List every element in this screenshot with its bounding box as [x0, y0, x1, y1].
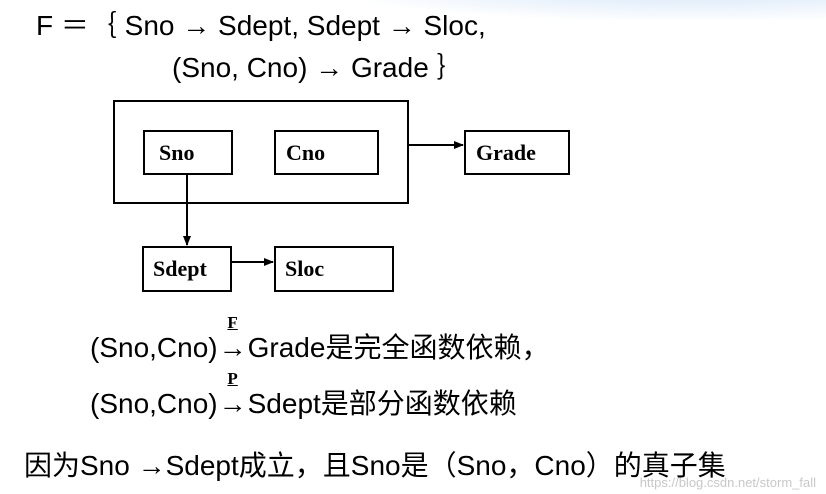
node-sno: Sno	[143, 130, 233, 175]
watermark: https://blog.csdn.net/storm_fall	[639, 475, 816, 490]
node-cno: Cno	[274, 130, 379, 175]
statement-full-dependency: (Sno,Cno) F → Grade是完全函数依赖，	[90, 314, 550, 366]
node-sdept: Sdept	[142, 246, 232, 292]
partial-dependency-arrow: P →	[218, 370, 248, 420]
composite-key-box	[113, 100, 409, 204]
fd-set-line-1: F ＝｛ Sno → Sdept, Sdept → Sloc,	[36, 10, 486, 41]
node-sloc: Sloc	[274, 246, 394, 292]
fd-set-line-2: (Sno, Cno) → Grade ｝	[172, 52, 465, 83]
statement-lhs: (Sno,Cno)	[90, 332, 218, 363]
arrow-glyph: →	[218, 332, 247, 363]
statement-rhs: Grade是完全函数依赖，	[247, 332, 550, 363]
statement-lhs: (Sno,Cno)	[90, 388, 218, 419]
conclusion-text: 因为Sno →Sdept成立，且Sno是（Sno，Cno）的真子集	[24, 450, 726, 481]
node-grade: Grade	[464, 130, 570, 175]
arrow-label-p: P	[227, 369, 238, 388]
statement-rhs: Sdept是部分函数依赖	[247, 388, 517, 419]
arrow-glyph: →	[218, 388, 247, 419]
full-dependency-arrow: F →	[218, 314, 248, 364]
header-decoration	[300, 0, 826, 20]
arrow-label-f: F	[227, 313, 238, 332]
statement-partial-dependency: (Sno,Cno) P → Sdept是部分函数依赖	[90, 370, 517, 422]
